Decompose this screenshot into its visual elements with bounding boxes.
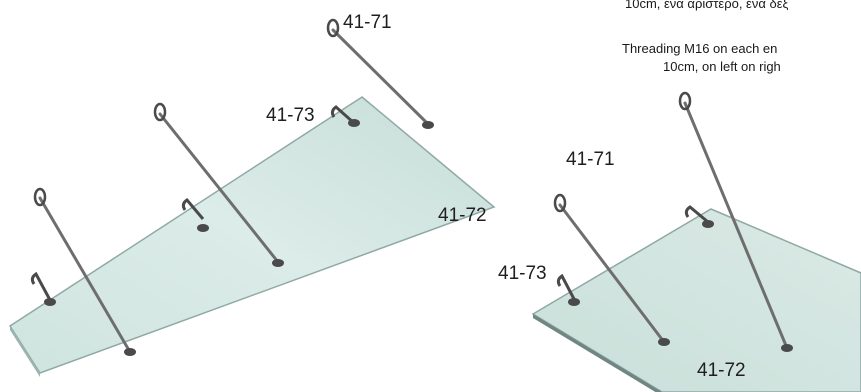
right-rods (558, 101, 789, 350)
glass-fixing (781, 344, 793, 352)
rod (38, 196, 132, 354)
wall-bracket (326, 18, 340, 38)
support-arm (30, 271, 52, 301)
support-arm (181, 198, 205, 220)
right-glass-panel (531, 208, 861, 392)
left-glass-panel (8, 96, 496, 374)
glass-fixing (422, 121, 434, 129)
wall-bracket (33, 187, 47, 207)
glass-fixing (702, 220, 714, 228)
left-glass-edge (10, 326, 40, 377)
glass-fixing (348, 119, 360, 127)
part-label-41-73-left: 41-73 (266, 105, 315, 126)
wall-bracket (553, 193, 567, 213)
left-canopy (8, 18, 496, 377)
rod (683, 101, 789, 350)
support-arm (556, 273, 576, 300)
english-note-line-2: 10cm, on left on righ (663, 59, 781, 74)
wall-bracket (153, 102, 167, 122)
glass-fixing (197, 224, 209, 232)
english-note-line-1: Threading M16 on each en (622, 41, 778, 56)
right-glass-edge (533, 314, 662, 392)
left-hardware (30, 18, 434, 356)
glass-fixing (568, 298, 580, 306)
glass-fixing (124, 348, 136, 356)
part-label-41-72-left: 41-72 (438, 205, 487, 226)
glass-fixing (658, 338, 670, 346)
left-rods (38, 28, 430, 354)
right-hardware (553, 91, 793, 352)
support-arm (330, 105, 355, 125)
greek-note: 10cm, ένα αριστερό, ένα δεξ (625, 0, 789, 11)
rod (558, 203, 666, 344)
support-arm (684, 205, 709, 224)
part-label-41-73-right: 41-73 (498, 263, 547, 284)
right-canopy (531, 91, 861, 392)
glass-fixing (272, 259, 284, 267)
glass-fixing (44, 298, 56, 306)
rod (331, 28, 430, 126)
part-label-41-71-left: 41-71 (343, 12, 392, 33)
wall-bracket (678, 91, 692, 111)
rod (158, 112, 280, 264)
part-label-41-71-right: 41-71 (566, 149, 615, 170)
part-label-41-72-right: 41-72 (697, 360, 746, 381)
